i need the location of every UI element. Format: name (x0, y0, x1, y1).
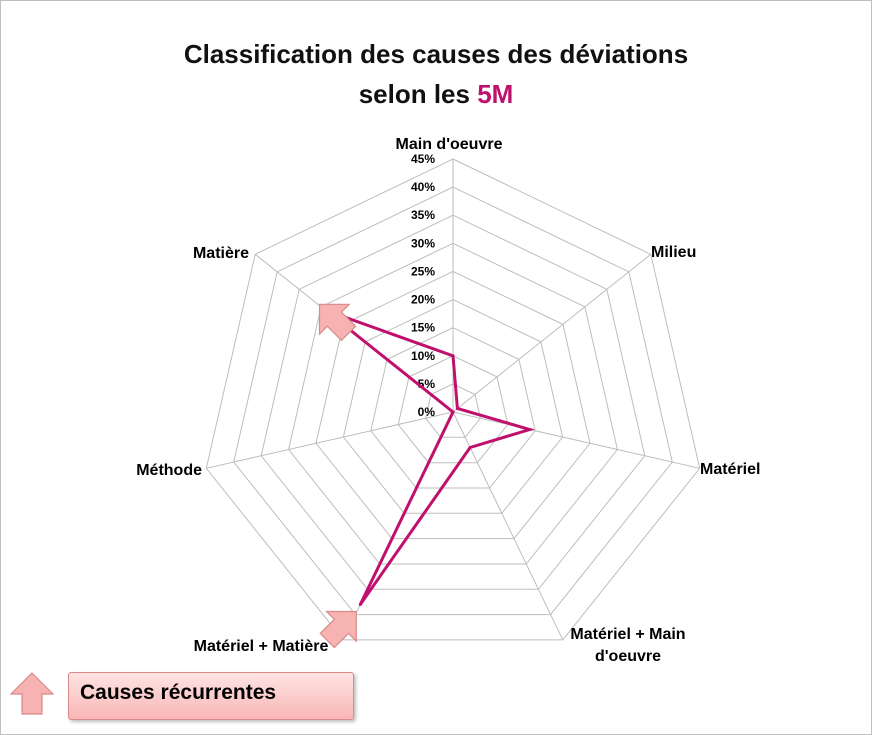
grid-spoke (206, 411, 454, 469)
grid-spoke (452, 253, 652, 413)
radial-tick-labels: 0% 5% 10% 15% 20% 25% 30% 35% 40% 45% (411, 152, 435, 419)
chart-title: Classification des causes des déviations… (0, 34, 872, 114)
title-line-1: Classification des causes des déviations (183, 39, 689, 69)
tick-label: 40% (411, 180, 435, 194)
category-label-materiel-matiere: Matériel + Matière (194, 638, 329, 655)
grid-spoke (452, 411, 564, 641)
category-label-main-d-oeuvre: Main d'oeuvre (396, 136, 503, 153)
tick-label: 25% (411, 264, 435, 278)
category-label-methode: Méthode (136, 462, 202, 479)
data-point-materiel-main-d-oeuvre (468, 446, 472, 449)
title-line-2-prefix: selon les (358, 79, 478, 109)
tick-label: 15% (411, 321, 435, 335)
tick-label: 45% (411, 152, 435, 166)
grid-ring (233, 186, 673, 616)
grid-ring (397, 355, 509, 464)
tick-label: 10% (411, 349, 435, 363)
grid-spoke (452, 411, 700, 469)
grid-ring (342, 299, 564, 514)
data-point-materiel-matiere (358, 603, 362, 606)
tick-label: 0% (418, 405, 436, 419)
grid-ring (260, 214, 646, 590)
tick-label: 5% (418, 377, 436, 391)
recurrent-cause-callouts (318, 303, 357, 649)
data-point-milieu (455, 407, 459, 410)
title-line-2: selon les 5M (0, 74, 872, 114)
callout-arrow-icon (319, 610, 357, 649)
tick-label: 30% (411, 236, 435, 250)
tick-label: 20% (411, 293, 435, 307)
data-point-methode (451, 410, 455, 414)
tick-label: 35% (411, 208, 435, 222)
radar-grid (205, 158, 701, 641)
grid-ring (288, 242, 618, 565)
grid-ring (315, 270, 591, 540)
data-point-materiel (528, 428, 532, 431)
grid-ring (370, 327, 536, 489)
callout-arrow-icon (318, 303, 357, 342)
category-label-materiel: Matériel (700, 461, 760, 478)
category-label-milieu: Milieu (651, 244, 696, 261)
legend-box: Causes récurrentes (68, 672, 354, 720)
grid-ring (425, 383, 481, 438)
data-point-main-d-oeuvre (451, 354, 455, 358)
legend-label: Causes récurrentes (80, 681, 277, 704)
category-label-matiere: Matière (193, 245, 249, 262)
callout-arrow-icon (9, 672, 55, 715)
grid-ring (205, 158, 701, 641)
title-accent-5m: 5M (477, 79, 514, 109)
